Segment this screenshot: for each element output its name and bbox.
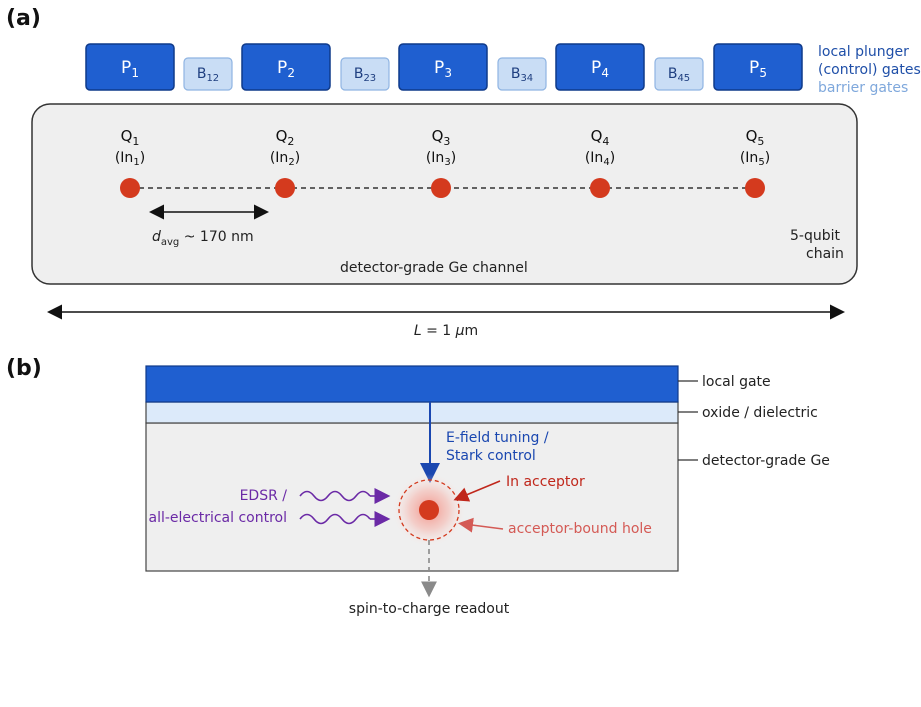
layer-label-oxide: oxide / dielectric (702, 405, 818, 421)
length-label: L = 1 μm (414, 323, 478, 339)
qubit-label-3: Q3 (In3) (426, 127, 456, 168)
svg-text:Q1: Q1 (121, 127, 140, 148)
efield-label-line1: E-field tuning / (446, 430, 549, 446)
svg-text:Q5: Q5 (746, 127, 765, 148)
acceptor-label: In acceptor (506, 474, 585, 490)
legend-plunger-line1: local plunger (818, 44, 909, 60)
oxide-layer (145, 401, 679, 424)
spacing-label: davg ~ 170 nm (152, 229, 254, 248)
qubit-label-2: Q2 (In2) (270, 127, 300, 168)
panel-b-label: (b) (6, 356, 42, 381)
qubit-label-4: Q4 (In4) (585, 127, 615, 168)
chain-label-line2: chain (806, 246, 844, 262)
svg-text:B12: B12 (197, 66, 219, 84)
svg-text:B45: B45 (668, 66, 690, 84)
svg-text:(In2): (In2) (270, 150, 300, 168)
plunger-gate-4: P4 (555, 43, 645, 91)
panel-a-label: (a) (6, 6, 41, 31)
svg-text:(In1): (In1) (115, 150, 145, 168)
svg-text:B34: B34 (511, 66, 533, 84)
legend-plunger-line2: (control) gates (818, 62, 921, 78)
plunger-gate-3: P3 (398, 43, 488, 91)
svg-text:(In3): (In3) (426, 150, 456, 168)
qubit-dot-1 (120, 178, 140, 198)
barrier-gate-45: B45 (654, 57, 704, 91)
svg-text:Q4: Q4 (591, 127, 610, 148)
layer-label-ge: detector-grade Ge (702, 453, 830, 469)
layer-label-gate: local gate (702, 374, 771, 390)
in-acceptor-dot (419, 500, 439, 520)
hole-label: acceptor-bound hole (508, 521, 652, 537)
svg-text:P5: P5 (749, 58, 767, 80)
edsr-label-line1: EDSR / (240, 488, 288, 504)
edsr-label-line2: all-electrical control (148, 510, 287, 526)
edsr-wave-1 (299, 490, 371, 502)
edsr-wave-2 (299, 513, 371, 525)
barrier-gate-23: B23 (340, 57, 390, 91)
qubit-dot-2 (275, 178, 295, 198)
svg-text:Q2: Q2 (276, 127, 295, 148)
plunger-gate-2: P2 (241, 43, 331, 91)
channel-label: detector-grade Ge channel (340, 260, 528, 276)
qubit-dot-5 (745, 178, 765, 198)
svg-text:(In4): (In4) (585, 150, 615, 168)
plunger-gate-5: P5 (713, 43, 803, 91)
chain-label-line1: 5-qubit (790, 228, 840, 244)
svg-text:P1: P1 (121, 58, 139, 80)
svg-text:P2: P2 (277, 58, 295, 80)
qubit-dot-4 (590, 178, 610, 198)
qubit-dot-3 (431, 178, 451, 198)
qubit-label-5: Q5 (In5) (740, 127, 770, 168)
svg-text:P4: P4 (591, 58, 609, 80)
svg-text:(In5): (In5) (740, 150, 770, 168)
svg-text:Q3: Q3 (432, 127, 451, 148)
svg-text:P3: P3 (434, 58, 452, 80)
barrier-gate-34: B34 (497, 57, 547, 91)
acceptor-arrow (453, 480, 501, 502)
readout-label: spin-to-charge readout (349, 601, 510, 617)
local-gate-layer (145, 365, 679, 403)
qubit-label-1: Q1 (In1) (115, 127, 145, 168)
hole-boundary (398, 479, 460, 541)
hole-arrow (458, 517, 504, 533)
plunger-gate-1: P1 (85, 43, 175, 91)
svg-text:B23: B23 (354, 66, 376, 84)
efield-label-line2: Stark control (446, 448, 536, 464)
barrier-gate-12: B12 (183, 57, 233, 91)
legend-barrier: barrier gates (818, 80, 908, 96)
